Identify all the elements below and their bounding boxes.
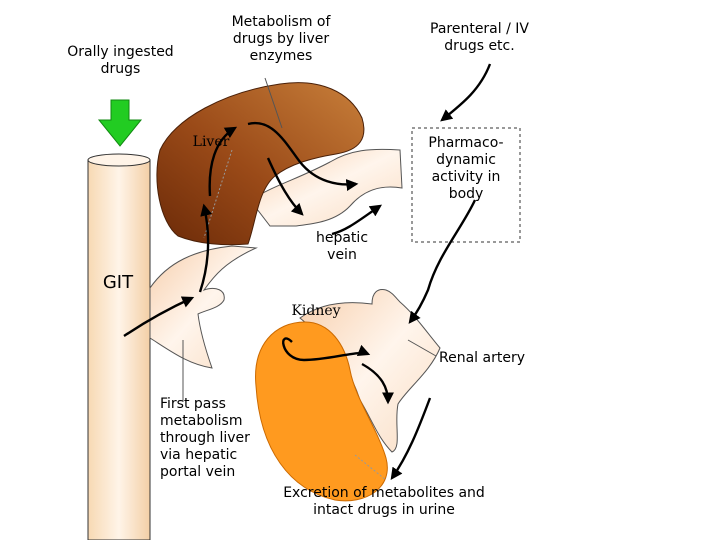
- label-metabolism-liver: Metabolism of drugs by liver enzymes: [231, 14, 331, 64]
- arrow-kidney-to-urine: [361, 362, 394, 405]
- body-activity-box: [411, 127, 521, 243]
- label-excretion: Excretion of metabolites and intact drug…: [283, 485, 485, 518]
- label-pharmacodynamic: Pharmaco- dynamic activity in body: [428, 135, 504, 202]
- kidney-organ: [255, 321, 388, 502]
- label-kidney: Kidney: [291, 303, 341, 319]
- arrow-into-kidney: [282, 337, 371, 362]
- hepatic-vein: [249, 148, 403, 227]
- label-hepatic-vein: hepatic vein: [315, 230, 369, 263]
- label-first-pass: First pass metabolism through liver via …: [160, 396, 250, 480]
- arrow-hepatic-down: [266, 157, 304, 216]
- arrow-hepatic-to-body: [331, 204, 382, 236]
- arrow-git-to-portal: [123, 296, 195, 337]
- arrow-liver-up: [208, 126, 238, 197]
- label-liver: Liver: [192, 134, 230, 150]
- git-tube: [87, 153, 151, 540]
- portal-vein: [149, 245, 258, 369]
- label-renal-artery: Renal artery: [439, 350, 525, 366]
- arrow-portal-to-liver: [198, 203, 213, 293]
- arrow-body-to-kidney: [408, 199, 477, 324]
- flow-arrows: [123, 63, 492, 480]
- arrow-liver-to-hepatic: [247, 121, 359, 192]
- oral-intake-arrow: [97, 99, 143, 147]
- arrow-parenteral-in: [440, 63, 492, 122]
- label-parenteral: Parenteral / IV drugs etc.: [430, 21, 529, 54]
- label-git: GIT: [102, 272, 134, 293]
- arrow-urine-out: [390, 397, 432, 480]
- label-orally-ingested: Orally ingested drugs: [67, 44, 174, 77]
- leader-lines: [182, 77, 437, 481]
